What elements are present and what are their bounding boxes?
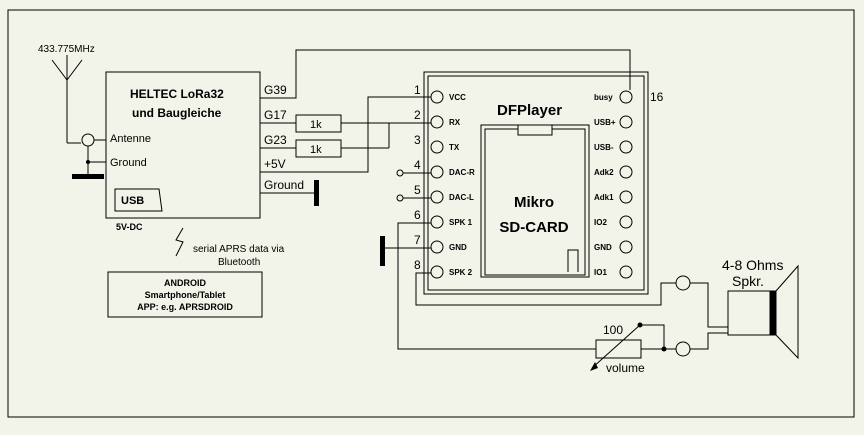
signal-ground: Ground — [264, 178, 304, 192]
left-pin-number: 3 — [414, 133, 421, 147]
left-pin-6 — [430, 215, 444, 229]
speaker-wiring — [385, 222, 728, 350]
android-line-1: ANDROID — [164, 278, 206, 288]
right-pin-8 — [619, 265, 633, 279]
usb-label: USB — [121, 195, 144, 207]
left-pin-number: 5 — [414, 183, 421, 197]
resistor-2-label: 1k — [310, 144, 322, 156]
right-pin-name: GND — [594, 243, 612, 252]
android-box — [107, 271, 263, 318]
speaker-terminal-top — [675, 275, 691, 291]
right-pin-5 — [619, 190, 633, 204]
android-line-3: APP: e.g. APRSDROID — [137, 302, 233, 312]
volume-arrow-head — [590, 362, 598, 371]
antenna-frequency: 433.775MHz — [38, 44, 95, 55]
right-pin-4 — [619, 165, 633, 179]
right-pin-6 — [619, 215, 633, 229]
left-pin-name: SPK 2 — [449, 268, 473, 277]
sd-card-line-2: SD-CARD — [499, 219, 568, 236]
right-pin-name: IO2 — [594, 218, 607, 227]
left-pin-8 — [430, 265, 444, 279]
right-pin-name: USB+ — [594, 118, 616, 127]
signal-g17: G17 — [264, 108, 287, 122]
right-pin-name: USB- — [594, 143, 614, 152]
sd-card-line-1: Mikro — [514, 194, 554, 211]
right-pin-3 — [619, 140, 633, 154]
bluetooth-note-1: serial APRS data via — [193, 244, 285, 255]
power-label: 5V-DC — [116, 222, 143, 232]
left-pin-7 — [430, 240, 444, 254]
volume-label: volume — [606, 361, 645, 375]
right-pin-name: busy — [594, 93, 613, 102]
right-pin-7 — [619, 240, 633, 254]
heltec-module — [105, 71, 261, 219]
heltec-title-2: und Baugleiche — [132, 106, 222, 120]
left-pin-4 — [430, 165, 444, 179]
right-pin-name: IO1 — [594, 268, 607, 277]
volume-potentiometer — [595, 339, 642, 359]
usb-connector-icon — [114, 188, 163, 212]
outer-frame — [7, 9, 855, 418]
right-pin-name: Adk2 — [594, 168, 614, 177]
bluetooth-note-2: Bluetooth — [218, 257, 260, 268]
heltec-antenna-label: Antenne — [110, 133, 151, 145]
android-line-2: Smartphone/Tablet — [145, 290, 226, 300]
left-pin-number: 7 — [414, 233, 421, 247]
left-pin-number: 1 — [414, 83, 421, 97]
right-pin-1 — [619, 90, 633, 104]
left-pin-2 — [430, 115, 444, 129]
dac-terminals — [396, 169, 431, 202]
left-pin-5 — [430, 190, 444, 204]
heltec-ground-label: Ground — [110, 157, 147, 169]
pot-junction — [661, 346, 667, 352]
ground-symbol-left — [72, 174, 104, 179]
bluetooth-lightning-icon — [175, 227, 184, 257]
left-pin-number: 2 — [414, 108, 421, 122]
speaker-icon — [727, 264, 799, 360]
speaker-line-2: Spkr. — [732, 273, 764, 289]
left-pin-name: TX — [449, 143, 460, 152]
ground-symbol-dfplayer — [380, 236, 385, 266]
left-pin-3 — [430, 140, 444, 154]
antenna-connector — [81, 133, 95, 147]
wires — [260, 49, 631, 194]
right-pin-2 — [619, 115, 633, 129]
left-pin-name: SPK 1 — [449, 218, 473, 227]
dfplayer-title: DFPlayer — [497, 102, 562, 119]
resistor-1 — [295, 114, 342, 133]
right-pin-name: Adk1 — [594, 193, 614, 202]
signal-g23: G23 — [264, 133, 287, 147]
speaker-line-1: 4-8 Ohms — [722, 257, 783, 273]
busy-pin-number: 16 — [650, 90, 664, 104]
ground-symbol-heltec — [314, 180, 319, 206]
resistor-1-label: 1k — [310, 119, 322, 131]
left-pin-number: 4 — [414, 158, 421, 172]
signal-g39: G39 — [264, 83, 287, 97]
left-pin-name: DAC-L — [449, 193, 474, 202]
left-pin-name: RX — [449, 118, 461, 127]
volume-value: 100 — [603, 323, 623, 337]
speaker-terminal-bottom — [675, 341, 691, 357]
sd-card — [480, 124, 590, 278]
left-pin-number: 6 — [414, 208, 421, 222]
left-pin-name: GND — [449, 243, 467, 252]
heltec-title-1: HELTEC LoRa32 — [130, 87, 224, 101]
left-pin-number: 8 — [414, 258, 421, 272]
left-pin-name: DAC-R — [449, 168, 475, 177]
dfplayer-outer — [423, 71, 649, 295]
left-pin-1 — [430, 90, 444, 104]
dfplayer-inner — [427, 75, 645, 291]
signal-5v: +5V — [264, 157, 286, 171]
potentiometer-arrow — [591, 324, 641, 369]
resistor-2 — [295, 139, 342, 158]
left-pin-name: VCC — [449, 93, 466, 102]
antenna-icon — [51, 55, 83, 144]
